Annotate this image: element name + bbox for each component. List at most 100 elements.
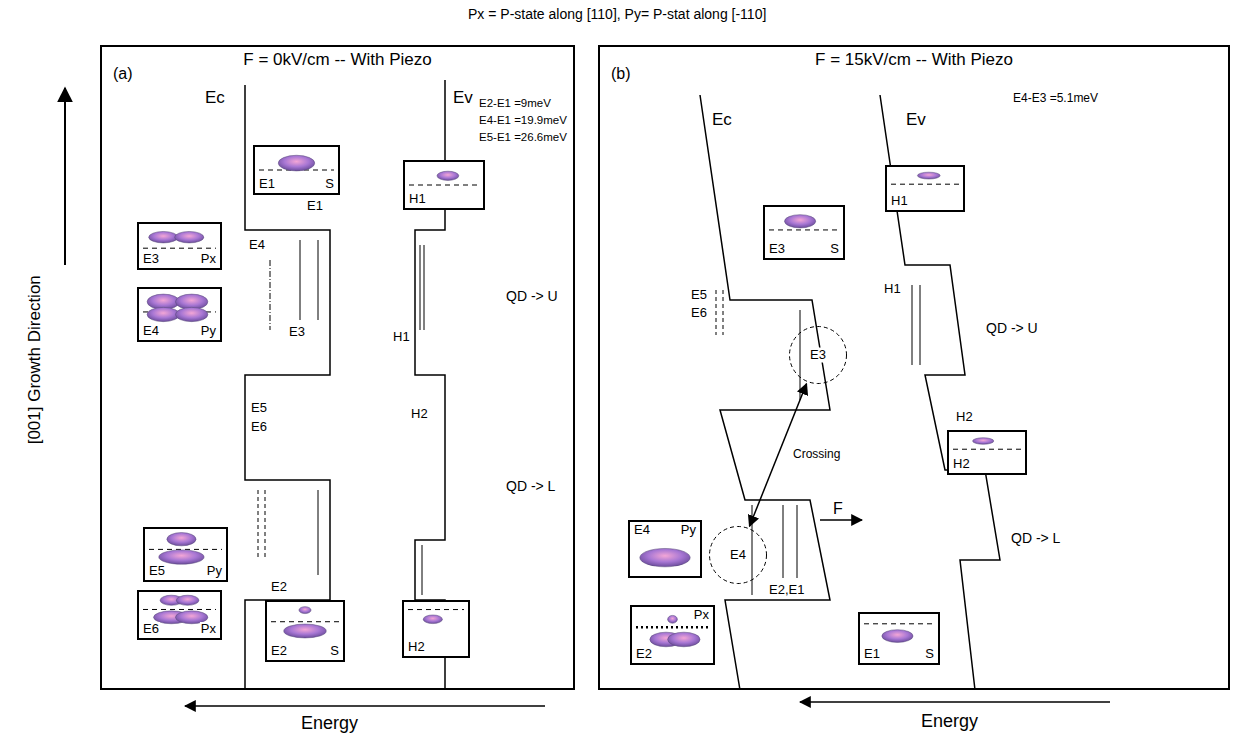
state-label: S bbox=[829, 242, 840, 257]
wavefunction-lobe bbox=[176, 595, 199, 605]
state-box: E3Px bbox=[137, 222, 222, 270]
state-label: Py bbox=[200, 324, 217, 339]
energy-level bbox=[420, 245, 421, 330]
band-label: E6 bbox=[250, 420, 268, 435]
fermi-line bbox=[864, 623, 934, 624]
growth-arrow bbox=[64, 88, 66, 265]
band-label: QD -> L bbox=[505, 478, 556, 494]
energy-level bbox=[920, 285, 921, 365]
energy-arrow bbox=[185, 705, 545, 707]
band-label: E5-E1 =26.6meV bbox=[478, 131, 568, 144]
wavefunction-lobe bbox=[159, 550, 204, 564]
band-label: H2 bbox=[410, 407, 429, 422]
dashed-circle bbox=[710, 527, 767, 584]
fermi-line bbox=[271, 621, 339, 622]
wavefunction-lobe bbox=[785, 215, 816, 228]
wavefunction-lobe bbox=[299, 607, 311, 614]
band-label: Ec bbox=[711, 110, 733, 130]
wavefunction-lobe bbox=[882, 630, 913, 643]
valence-band bbox=[880, 95, 1000, 690]
dashed-circle bbox=[790, 327, 847, 384]
band-label: F bbox=[832, 500, 844, 518]
wavefunction-lobe bbox=[149, 231, 178, 242]
fermi-line bbox=[143, 609, 216, 610]
state-label: Py bbox=[680, 523, 697, 538]
band-label: QD -> L bbox=[1010, 530, 1061, 546]
state-label: E6 bbox=[142, 622, 160, 637]
energy-arrow bbox=[800, 701, 1110, 703]
state-box: E1S bbox=[858, 612, 940, 665]
state-box: E6Px bbox=[137, 590, 222, 640]
panel: F = 15kV/cm -- With Piezo(b)E3SH1E3H2E4E… bbox=[598, 45, 1230, 690]
fermi-line bbox=[953, 449, 1021, 450]
state-box: E4 Py bbox=[628, 520, 702, 578]
band-label: E2 bbox=[270, 580, 288, 595]
wavefunction-lobe bbox=[917, 172, 940, 179]
state-box: PxE2 bbox=[630, 605, 715, 665]
state-label: E4 bbox=[633, 523, 651, 538]
state-label: H2 bbox=[407, 640, 426, 655]
wavefunction-lobe bbox=[147, 307, 179, 321]
fermi-line bbox=[891, 184, 959, 185]
energy-level bbox=[265, 490, 266, 560]
energy-level bbox=[424, 245, 425, 330]
state-box: E5Py bbox=[143, 527, 228, 582]
band-label: E4-E1 =19.9meV bbox=[478, 114, 568, 127]
band-label: E5 bbox=[250, 401, 268, 416]
wavefunction-lobe bbox=[640, 548, 690, 566]
axis-label: [001] Growth Direction bbox=[25, 274, 45, 445]
fermi-line bbox=[143, 248, 216, 249]
state-box: H1 bbox=[403, 160, 485, 210]
wavefunction-lobe bbox=[973, 438, 994, 445]
wavefunction-lobe bbox=[175, 294, 207, 309]
state-box: H2 bbox=[947, 430, 1027, 475]
band-label: E6 bbox=[690, 306, 708, 321]
fermi-line bbox=[769, 229, 839, 230]
state-label: E3 bbox=[809, 348, 827, 363]
band-label: Ev bbox=[452, 88, 474, 108]
band-label: QD -> U bbox=[985, 320, 1039, 336]
state-label: E1 bbox=[258, 177, 276, 192]
energy-level bbox=[300, 240, 301, 320]
band-label: E4 bbox=[248, 238, 266, 253]
state-label: S bbox=[924, 647, 935, 662]
energy-level bbox=[912, 285, 913, 365]
state-label: E4 bbox=[142, 324, 160, 339]
state-label: H1 bbox=[890, 194, 909, 209]
energy-level bbox=[716, 290, 717, 335]
wavefunction-lobe bbox=[668, 615, 678, 623]
band-label: H2 bbox=[955, 410, 974, 425]
band-label: H1 bbox=[392, 330, 411, 345]
band-label: QD -> U bbox=[505, 288, 559, 304]
state-box: E3S bbox=[763, 205, 845, 260]
state-label: E4 bbox=[729, 548, 747, 563]
wavefunction-lobe bbox=[668, 632, 700, 647]
state-label: Px bbox=[693, 608, 710, 623]
band-label: Ev bbox=[905, 110, 927, 130]
wavefunction-lobe bbox=[278, 155, 315, 171]
state-label: E5 bbox=[148, 564, 166, 579]
panel-letter: (b) bbox=[610, 65, 632, 83]
band-label: E5 bbox=[690, 288, 708, 303]
energy-level bbox=[797, 505, 798, 578]
energy-level bbox=[270, 260, 271, 330]
band-label: E4-E3 =5.1meV bbox=[1012, 92, 1099, 106]
state-box: H2 bbox=[402, 600, 470, 658]
state-label: E2 bbox=[635, 647, 653, 662]
fermi-line bbox=[636, 626, 709, 629]
band-label: E1 bbox=[306, 199, 324, 214]
energy-level bbox=[422, 545, 423, 595]
fermi-line bbox=[408, 609, 464, 610]
wavefunction-lobe bbox=[175, 307, 207, 321]
panel-heading: F = 0kV/cm -- With Piezo bbox=[242, 50, 432, 70]
panel-heading: F = 15kV/cm -- With Piezo bbox=[814, 50, 1014, 70]
wavefunction-lobe bbox=[175, 231, 204, 242]
state-box: H1 bbox=[885, 165, 965, 212]
axis-label: Energy bbox=[300, 713, 359, 734]
band-label: H1 bbox=[883, 282, 902, 297]
edge-label: Crossing bbox=[792, 448, 841, 462]
state-box: E2S bbox=[265, 600, 345, 662]
state-label: H1 bbox=[408, 192, 427, 207]
wavefunction-lobe bbox=[437, 171, 459, 180]
